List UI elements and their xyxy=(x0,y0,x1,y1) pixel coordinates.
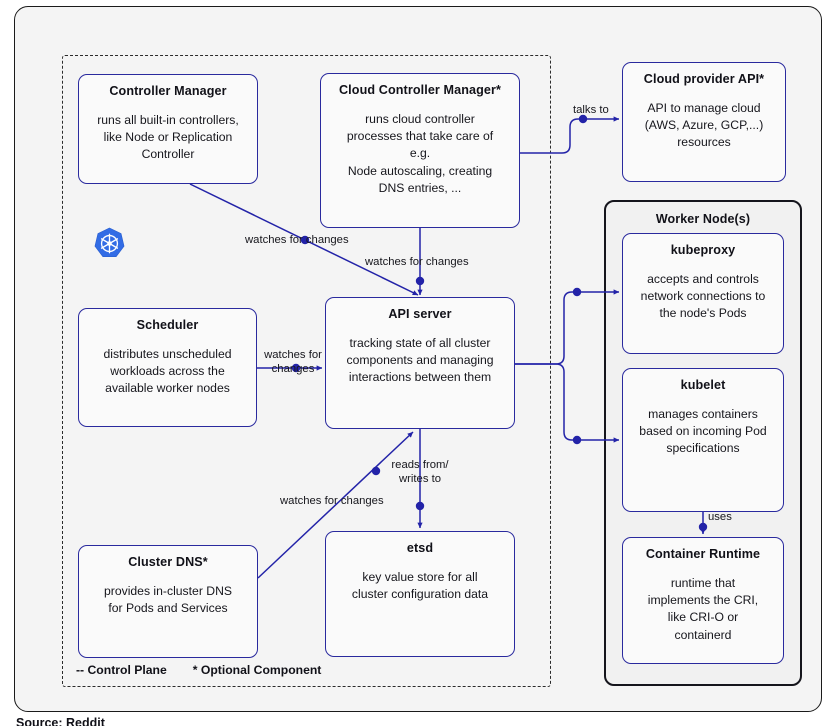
node-title: kubelet xyxy=(680,378,726,392)
node-cloud-controller-manager[interactable]: Cloud Controller Manager* runs cloud con… xyxy=(320,73,520,228)
node-title: API server xyxy=(388,307,452,321)
node-body: runs all built-in controllers, like Node… xyxy=(97,112,239,162)
source-caption: Source: Reddit xyxy=(16,716,105,726)
node-body: runtime that implements the CRI, like CR… xyxy=(647,575,759,642)
node-body: tracking state of all cluster components… xyxy=(346,335,494,385)
node-kubeproxy[interactable]: kubeproxy accepts and controls network c… xyxy=(622,233,784,354)
edge-label-talks-to: talks to xyxy=(573,104,609,116)
worker-node-title: Worker Node(s) xyxy=(655,212,751,226)
node-body: API to manage cloud (AWS, Azure, GCP,...… xyxy=(644,100,764,150)
legend-optional-component: * Optional Component xyxy=(192,663,322,677)
node-body: manages containers based on incoming Pod… xyxy=(639,406,767,456)
node-title: etsd xyxy=(406,541,434,555)
node-api-server[interactable]: API server tracking state of all cluster… xyxy=(325,297,515,429)
node-cluster-dns[interactable]: Cluster DNS* provides in-cluster DNS for… xyxy=(78,545,258,658)
node-body: key value store for all cluster configur… xyxy=(351,569,489,602)
legend: -- Control Plane * Optional Component xyxy=(76,663,321,677)
node-body: runs cloud controller processes that tak… xyxy=(346,111,494,196)
node-controller-manager[interactable]: Controller Manager runs all built-in con… xyxy=(78,74,258,184)
edge-label-kubelet-uses-runtime: uses xyxy=(708,511,732,523)
node-title: Scheduler xyxy=(136,318,199,332)
node-scheduler[interactable]: Scheduler distributes unscheduled worklo… xyxy=(78,308,257,427)
node-body: provides in-cluster DNS for Pods and Ser… xyxy=(103,583,232,616)
legend-control-plane: -- Control Plane xyxy=(76,663,167,677)
edge-label-controller-manager-to-api: watches for changes xyxy=(245,234,349,246)
node-title: Cluster DNS* xyxy=(128,555,208,569)
node-body: accepts and controls network connections… xyxy=(640,271,766,321)
kubernetes-logo-icon xyxy=(93,227,126,260)
edge-label-cloud-controller-to-api: watches for changes xyxy=(365,256,469,268)
node-body: distributes unscheduled workloads across… xyxy=(103,346,232,396)
node-title: kubeproxy xyxy=(670,243,736,257)
edge-label-scheduler-to-api: watches for changes xyxy=(264,349,322,376)
node-kubelet[interactable]: kubelet manages containers based on inco… xyxy=(622,368,784,512)
node-title: Controller Manager xyxy=(109,84,227,98)
node-title: Cloud provider API* xyxy=(643,72,765,86)
edge-label-api-to-etcd: reads from/ writes to xyxy=(391,459,449,486)
node-container-runtime[interactable]: Container Runtime runtime that implement… xyxy=(622,537,784,664)
node-cloud-provider-api[interactable]: Cloud provider API* API to manage cloud … xyxy=(622,62,786,182)
node-title: Container Runtime xyxy=(645,547,761,561)
node-title: Cloud Controller Manager* xyxy=(338,83,502,97)
edge-label-dns-to-api: watches for changes xyxy=(280,495,384,507)
node-etcd[interactable]: etsd key value store for all cluster con… xyxy=(325,531,515,657)
